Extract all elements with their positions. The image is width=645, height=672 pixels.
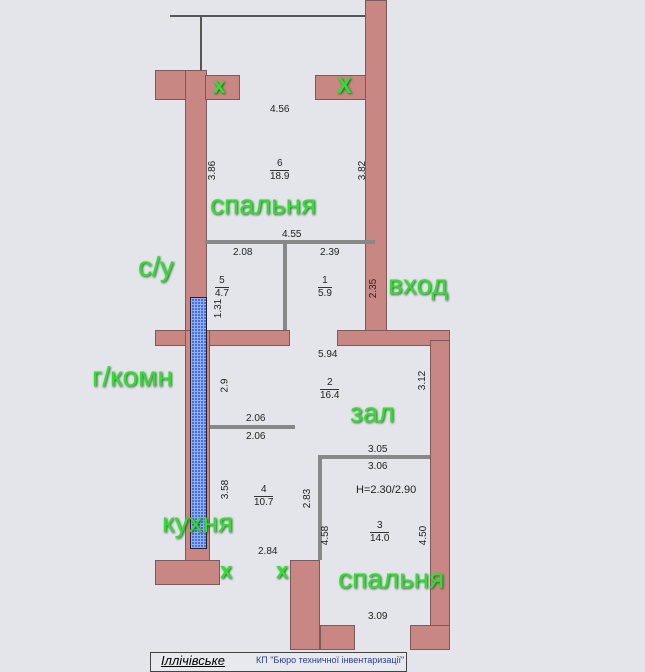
ventilation-shaft bbox=[190, 297, 207, 549]
label-corridor: г/комн bbox=[92, 361, 173, 392]
wall bbox=[155, 330, 290, 346]
partition bbox=[283, 244, 287, 330]
dimension: 3.05 bbox=[368, 444, 388, 455]
dimension: 1.31 bbox=[213, 298, 225, 319]
label-hall: зал bbox=[350, 397, 395, 428]
dimension: 2.08 bbox=[233, 247, 253, 258]
label-bedroom-bottom: спальня bbox=[338, 563, 445, 594]
wall bbox=[337, 330, 450, 346]
dimension: 5.94 bbox=[318, 349, 338, 360]
wall bbox=[185, 70, 207, 332]
ceiling-height: H=2.30/2.90 bbox=[356, 484, 417, 496]
city-name: Іллічівське bbox=[161, 653, 225, 668]
dimension: 4.58 bbox=[320, 525, 332, 546]
wall bbox=[155, 560, 220, 585]
dimension: 2.06 bbox=[246, 413, 266, 424]
wall bbox=[205, 75, 240, 100]
partition bbox=[210, 425, 295, 429]
wall bbox=[430, 340, 450, 640]
x-mark: x bbox=[276, 558, 289, 583]
x-mark: x bbox=[220, 558, 233, 583]
balcony-line bbox=[200, 15, 202, 75]
dimension: 3.12 bbox=[417, 370, 429, 391]
title-block: Іллічівське КП "Бюро техничної інвентари… bbox=[150, 652, 407, 672]
dimension: 4.56 bbox=[270, 104, 290, 115]
label-entrance: вход bbox=[388, 269, 448, 300]
x-mark: X bbox=[337, 73, 352, 98]
dimension: 4.55 bbox=[282, 229, 302, 240]
x-mark: x bbox=[213, 73, 226, 98]
partition bbox=[320, 455, 430, 459]
dimension: 3.58 bbox=[220, 479, 232, 500]
dimension: 2.84 bbox=[258, 546, 278, 557]
dimension: 3.82 bbox=[357, 160, 369, 181]
dimension: 2.06 bbox=[246, 431, 266, 442]
balcony-line bbox=[170, 15, 370, 17]
label-kitchen: кухня bbox=[162, 507, 234, 538]
dimension: 3.09 bbox=[368, 611, 388, 622]
dimension: 3.86 bbox=[207, 160, 219, 181]
partition bbox=[318, 455, 322, 560]
label-bathroom: с/у bbox=[138, 251, 174, 282]
dimension: 2.9 bbox=[219, 378, 231, 393]
wall bbox=[320, 625, 355, 650]
dimension: 2.83 bbox=[302, 488, 314, 509]
dimension: 4.50 bbox=[418, 525, 430, 546]
wall bbox=[410, 625, 450, 650]
bureau-name: КП "Бюро техничної інвентаризації" bbox=[256, 655, 405, 665]
dimension: 3.06 bbox=[368, 461, 388, 472]
dimension: 2.39 bbox=[320, 247, 340, 258]
wall bbox=[290, 560, 320, 650]
label-bedroom-top: спальня bbox=[210, 189, 317, 220]
partition bbox=[205, 240, 375, 244]
dimension: 2.35 bbox=[368, 278, 380, 299]
